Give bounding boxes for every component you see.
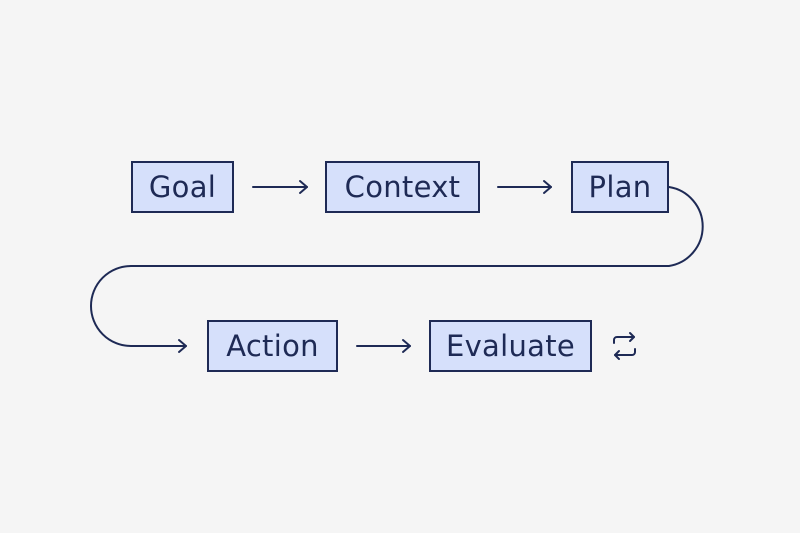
arrow-action-to-evaluate xyxy=(356,339,411,353)
repeat-icon xyxy=(613,332,636,360)
arrow-plan-to-action xyxy=(90,186,704,353)
node-action: Action xyxy=(207,320,338,372)
arrow-context-to-plan xyxy=(497,180,552,194)
node-context: Context xyxy=(325,161,480,213)
node-evaluate: Evaluate xyxy=(429,320,592,372)
arrow-goal-to-context xyxy=(252,180,308,194)
node-goal: Goal xyxy=(131,161,234,213)
node-plan: Plan xyxy=(571,161,669,213)
